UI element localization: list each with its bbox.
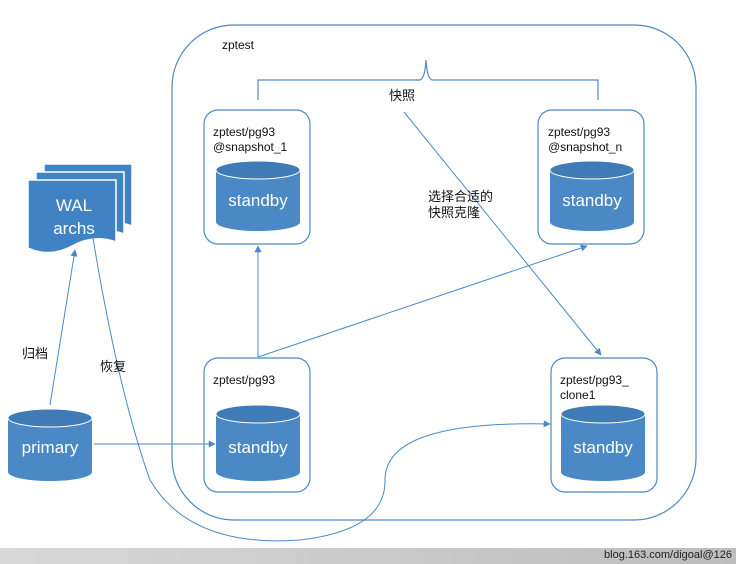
clone-db-icon [560, 404, 646, 481]
snapshot-1-box [203, 109, 311, 245]
snapshot-1-label-line1: zptest/pg93 [213, 125, 276, 139]
clone-note-line2: 快照克隆 [428, 205, 481, 220]
snapshot-n-db-icon [549, 160, 635, 231]
pg93-box [203, 357, 311, 493]
zptest-container [171, 24, 697, 521]
snapshot-group-label: 快照 [389, 88, 416, 103]
snapshot-n-label-line2: @snapshot_n [548, 140, 623, 154]
clone-note-line1: 选择合适的 [428, 189, 494, 204]
clone-box [550, 357, 658, 493]
snapshot-brace [257, 59, 599, 100]
snapshot-n-box [537, 109, 645, 245]
archive-arrow [49, 249, 78, 406]
restore-edge-label: 恢复 [100, 359, 127, 374]
primary-db-label: primary [21, 438, 79, 457]
clone-label-line1: zptest/pg93_ [560, 373, 629, 387]
clone-db-label: standby [573, 438, 633, 457]
snapshot-1-label-line2: @snapshot_1 [213, 140, 288, 154]
pg93-label: zptest/pg93 [213, 373, 276, 387]
container-label: zptest [222, 38, 255, 52]
wal-label-line1: WAL [55, 196, 93, 215]
snapshot-n-db-label: standby [562, 191, 622, 210]
wal-label-line2: archs [53, 219, 95, 238]
primary-db-icon [7, 408, 93, 481]
snapshot-n-label-line1: zptest/pg93 [548, 125, 611, 139]
restore-curve [92, 237, 551, 542]
footer-watermark: blog.163.com/digoal@126 [604, 549, 732, 561]
pg93-db-icon [215, 404, 301, 481]
snapshot-n-arrow [257, 244, 588, 358]
snapshot-1-db-icon [215, 160, 301, 231]
footer-bar: blog.163.com/digoal@126 [0, 548, 736, 564]
pg93-db-label: standby [228, 438, 288, 457]
snapshot-1-db-label: standby [228, 191, 288, 210]
clone-label-line2: clone1 [560, 388, 596, 402]
diagram-canvas [7, 24, 697, 542]
wal-archs-documents [27, 163, 133, 254]
clone-select-arrow [403, 111, 602, 356]
archive-edge-label: 归档 [22, 346, 49, 361]
